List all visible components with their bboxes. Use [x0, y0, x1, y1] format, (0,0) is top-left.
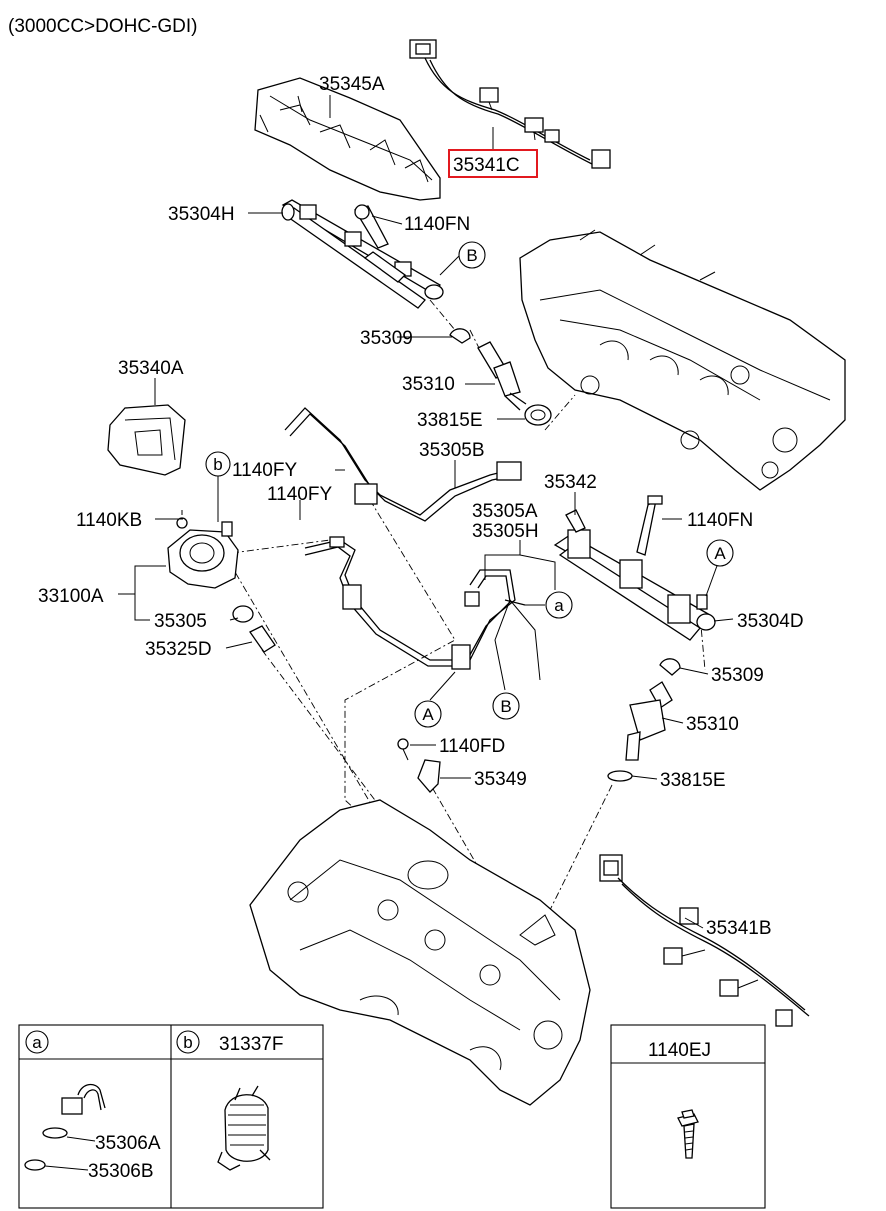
legend-box-1140EJ: 1140EJ: [610, 1024, 766, 1209]
label-35304D: 35304D: [737, 611, 804, 632]
label-35349: 35349: [474, 769, 527, 790]
label-35342: 35342: [544, 472, 597, 493]
fuel-rail-right: [553, 495, 716, 641]
callout-A-line: A: [414, 700, 442, 728]
callout-A-right-letter: A: [714, 544, 726, 563]
label-35341C: 35341C: [453, 155, 520, 176]
label-1140FN-right: 1140FN: [687, 510, 753, 531]
label-35325D: 35325D: [145, 639, 212, 660]
label-1140KB: 1140KB: [76, 510, 142, 531]
callout-a-line: a: [545, 591, 573, 619]
legend-a-item-2: 35306B: [88, 1161, 154, 1182]
label-35341B: 35341B: [706, 918, 772, 939]
wiring-harness-top: [409, 39, 611, 169]
bracket-35349: [397, 738, 441, 793]
wiring-harness-bottom: [599, 854, 810, 1027]
label-1140FY-b: 1140FY: [267, 484, 332, 505]
highlight-box-35341C: [448, 149, 538, 178]
label-33815E-right: 33815E: [660, 770, 726, 791]
callout-B-top-letter: B: [466, 246, 477, 265]
label-1140FY-a: 1140FY: [232, 460, 297, 481]
label-35309-right: 35309: [711, 665, 764, 686]
flange-bolt-drawing: [677, 1109, 699, 1159]
cylinder-head-upper: [519, 229, 846, 491]
callout-b-pump-letter: b: [213, 455, 222, 474]
callout-B-line: B: [492, 692, 520, 720]
label-35310-right: 35310: [686, 714, 739, 735]
callout-a-line-letter: a: [554, 596, 564, 615]
label-35305H: 35305H: [472, 521, 539, 542]
legend-c-part: 1140EJ: [648, 1040, 711, 1061]
leader-lines: [118, 95, 734, 929]
label-35305: 35305: [154, 611, 207, 632]
label-35345A: 35345A: [319, 74, 385, 95]
callout-b-pump: b: [205, 451, 231, 477]
engine-spec-header: (3000CC>DOHC-GDI): [8, 16, 198, 37]
callout-B-top: B: [458, 241, 486, 269]
clip-drawing: [217, 1085, 271, 1171]
label-35310-left: 35310: [402, 374, 455, 395]
legend-b-letter: b: [183, 1033, 192, 1052]
engine-cover-part: [254, 77, 441, 201]
injector-left: [449, 328, 552, 426]
high-pressure-pump: [167, 510, 276, 653]
legend-box-ab: a b 31337F 35306A 35306B: [18, 1024, 324, 1209]
cylinder-block-lower: [249, 799, 591, 1106]
label-33815E-left: 33815E: [417, 410, 483, 431]
callout-A-right: A: [706, 539, 734, 567]
legend-a-letter: a: [32, 1033, 42, 1052]
fuel-rail-left: [281, 199, 444, 309]
label-35309-left: 35309: [360, 328, 413, 349]
coil-cover-part: [107, 404, 186, 476]
label-33100A: 33100A: [38, 586, 104, 607]
label-35340A: 35340A: [118, 358, 184, 379]
label-35305A: 35305A: [472, 501, 538, 522]
label-35305B: 35305B: [419, 440, 485, 461]
fuel-lines: [284, 407, 526, 670]
callout-B-line-letter: B: [500, 697, 511, 716]
label-1140FD: 1140FD: [439, 736, 505, 757]
label-1140FN-top: 1140FN: [404, 214, 470, 235]
legend-a-item-1: 35306A: [95, 1133, 161, 1154]
legend-b-part: 31337F: [219, 1034, 283, 1055]
callout-A-line-letter: A: [422, 705, 434, 724]
label-35304H: 35304H: [168, 204, 235, 225]
part-labels: 35345A 35341C 35304H 1140FN 35309 35340A…: [38, 74, 804, 939]
quick-connector-drawing: [24, 1083, 106, 1171]
